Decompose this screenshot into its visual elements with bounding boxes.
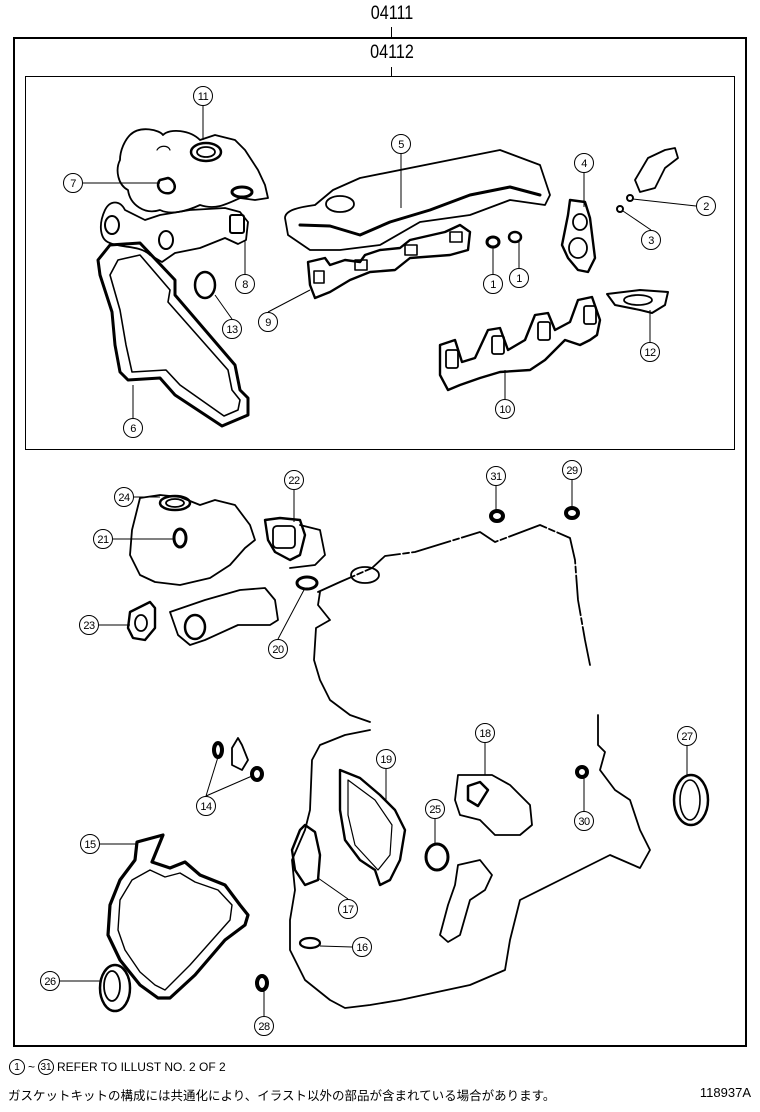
- callout-part-30[interactable]: 30: [574, 811, 594, 831]
- callout-part-26[interactable]: 26: [40, 971, 60, 991]
- callout-part-2[interactable]: 2: [696, 196, 716, 216]
- callout-part-8[interactable]: 8: [235, 274, 255, 294]
- callout-part-17[interactable]: 17: [338, 899, 358, 919]
- callout-part-24[interactable]: 24: [114, 487, 134, 507]
- callout-part-22[interactable]: 22: [284, 470, 304, 490]
- callout-part-31[interactable]: 31: [486, 466, 506, 486]
- illustration-number: 118937A: [699, 1085, 751, 1100]
- callout-part-29[interactable]: 29: [562, 460, 582, 480]
- callout-part-27[interactable]: 27: [677, 726, 697, 746]
- callout-part-3[interactable]: 3: [641, 230, 661, 250]
- callout-part-21[interactable]: 21: [93, 529, 113, 549]
- inner-kit-boundary: [25, 76, 735, 450]
- callout-part-16[interactable]: 16: [352, 937, 372, 957]
- callout-part-13[interactable]: 13: [222, 319, 242, 339]
- callout-part-23[interactable]: 23: [79, 615, 99, 635]
- callout-part-11[interactable]: 11: [193, 86, 213, 106]
- group-code-leader-line: [391, 27, 392, 37]
- callout-part-28[interactable]: 28: [254, 1016, 274, 1036]
- range-end-callout: 31: [38, 1059, 55, 1075]
- callout-part-1a[interactable]: 1: [483, 274, 503, 294]
- callout-part-6[interactable]: 6: [123, 418, 143, 438]
- callout-part-4[interactable]: 4: [574, 153, 594, 173]
- range-separator: ~: [28, 1060, 36, 1074]
- callout-part-7[interactable]: 7: [63, 173, 83, 193]
- refer-note: 1 ~ 31 REFER TO ILLUST NO. 2 OF 2: [9, 1059, 226, 1075]
- japanese-note: ガスケットキットの構成には共通化により、イラスト以外の部品が含まれている場合があ…: [8, 1088, 556, 1103]
- callout-part-20[interactable]: 20: [268, 639, 288, 659]
- callout-part-9[interactable]: 9: [258, 312, 278, 332]
- outer-group-code[interactable]: 04111: [370, 3, 414, 24]
- callout-part-12[interactable]: 12: [640, 342, 660, 362]
- group-code-leader-line: [391, 67, 392, 76]
- range-start-callout: 1: [9, 1059, 25, 1075]
- outer-kit-boundary: [13, 37, 747, 1047]
- inner-group-code[interactable]: 04112: [370, 42, 414, 63]
- callout-part-10[interactable]: 10: [495, 399, 515, 419]
- callout-part-18[interactable]: 18: [475, 723, 495, 743]
- refer-note-text[interactable]: REFER TO ILLUST NO. 2 OF 2: [57, 1060, 226, 1074]
- callout-part-1b[interactable]: 1: [509, 268, 529, 288]
- callout-part-25[interactable]: 25: [425, 799, 445, 819]
- callout-part-19[interactable]: 19: [376, 749, 396, 769]
- callout-part-15[interactable]: 15: [80, 834, 100, 854]
- callout-part-5[interactable]: 5: [391, 134, 411, 154]
- callout-part-14[interactable]: 14: [196, 796, 216, 816]
